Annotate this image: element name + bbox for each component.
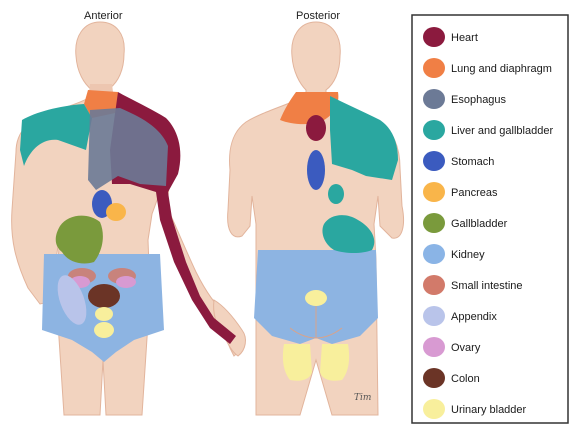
artist-signature: Tim bbox=[354, 393, 371, 403]
legend-label-lung-and-diaphragm: Lung and diaphragm bbox=[451, 63, 552, 75]
anterior-ovary-right bbox=[116, 276, 136, 288]
legend-swatch-colon bbox=[423, 368, 445, 388]
posterior-urinary-bladder-top bbox=[305, 290, 327, 306]
legend-label-esophagus: Esophagus bbox=[451, 94, 507, 106]
posterior-heart bbox=[306, 115, 326, 141]
legend-swatch-lung-and-diaphragm bbox=[423, 58, 445, 78]
legend-label-pancreas: Pancreas bbox=[451, 187, 498, 199]
posterior-stomach bbox=[307, 150, 325, 190]
anterior-urinary-bladder-upper bbox=[95, 307, 113, 321]
legend-label-ovary: Ovary bbox=[451, 342, 481, 354]
legend-label-colon: Colon bbox=[451, 373, 480, 385]
posterior-liver-patch bbox=[328, 184, 344, 204]
anterior-label: Anterior bbox=[84, 10, 123, 22]
legend-swatch-urinary-bladder bbox=[423, 399, 445, 419]
legend-swatch-liver-and-gallbladder bbox=[423, 120, 445, 140]
posterior-urinary-bladder-right bbox=[320, 344, 349, 381]
legend-label-heart: Heart bbox=[451, 32, 478, 44]
legend-label-kidney: Kidney bbox=[451, 249, 485, 261]
anterior-pancreas bbox=[106, 203, 126, 221]
legend-label-urinary-bladder: Urinary bladder bbox=[451, 404, 527, 416]
legend-swatch-esophagus bbox=[423, 89, 445, 109]
anterior-body-silhouette bbox=[12, 22, 240, 415]
legend-swatch-small-intestine bbox=[423, 275, 445, 295]
legend-swatch-pancreas bbox=[423, 182, 445, 202]
posterior-label: Posterior bbox=[296, 10, 340, 22]
anterior-figure: Anterior bbox=[12, 10, 246, 415]
legend-label-liver-and-gallbladder: Liver and gallbladder bbox=[451, 125, 553, 137]
legend-swatch-gallbladder bbox=[423, 213, 445, 233]
legend-label-stomach: Stomach bbox=[451, 156, 494, 168]
legend-swatch-ovary bbox=[423, 337, 445, 357]
anterior-colon bbox=[88, 284, 120, 308]
posterior-body-silhouette bbox=[228, 22, 404, 415]
legend-label-appendix: Appendix bbox=[451, 311, 497, 323]
legend-swatch-appendix bbox=[423, 306, 445, 326]
posterior-urinary-bladder-left bbox=[283, 344, 312, 381]
anterior-urinary-bladder-lower bbox=[94, 322, 114, 338]
legend-swatch-heart bbox=[423, 27, 445, 47]
legend-swatch-kidney bbox=[423, 244, 445, 264]
legend-label-gallbladder: Gallbladder bbox=[451, 218, 508, 230]
legend-label-small-intestine: Small intestine bbox=[451, 280, 523, 292]
legend-swatch-stomach bbox=[423, 151, 445, 171]
posterior-figure: Posterior Tim bbox=[228, 10, 404, 415]
